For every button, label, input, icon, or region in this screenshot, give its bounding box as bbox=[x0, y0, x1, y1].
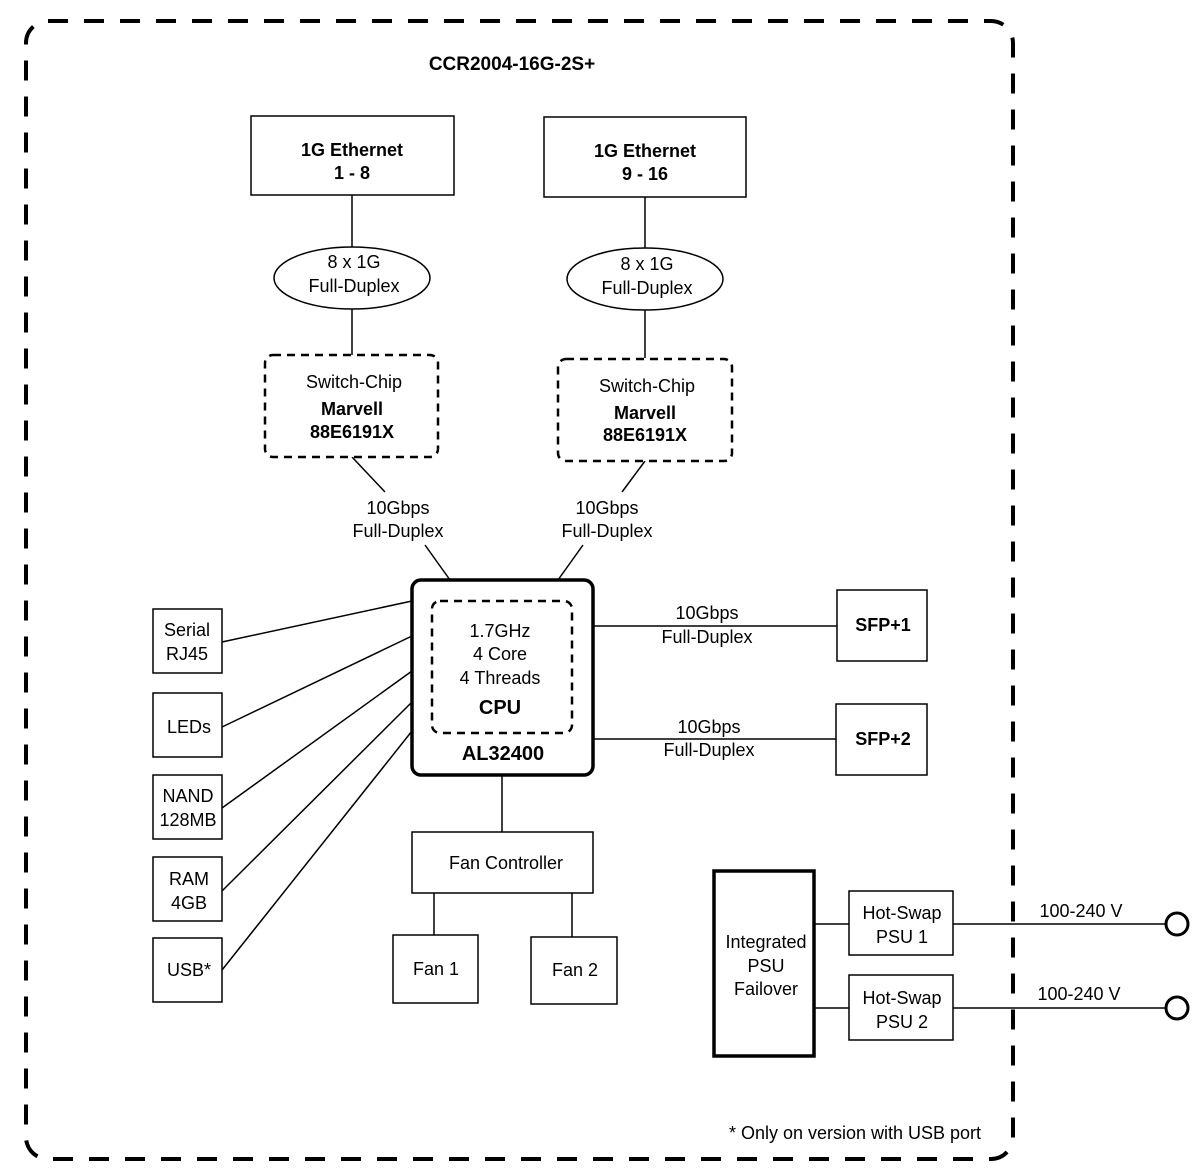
ethernet-9-16-box: 1G Ethernet 9 - 16 bbox=[543, 116, 747, 198]
svg-text:RAM: RAM bbox=[169, 869, 209, 889]
sfp2-link-label: 10Gbps bbox=[677, 717, 740, 737]
power-terminal-1-icon bbox=[1164, 911, 1190, 937]
sfp1-link-label-2: Full-Duplex bbox=[661, 627, 752, 647]
svg-text:PSU: PSU bbox=[747, 956, 784, 976]
svg-text:CPU: CPU bbox=[479, 697, 521, 719]
svg-text:1G Ethernet: 1G Ethernet bbox=[594, 141, 696, 161]
svg-text:8 x 1G: 8 x 1G bbox=[620, 254, 673, 274]
psu-failover-box: Integrated PSU Failover bbox=[712, 869, 816, 1058]
svg-text:1.7GHz: 1.7GHz bbox=[469, 621, 530, 641]
serial-rj45-box: Serial RJ45 bbox=[152, 608, 223, 674]
psu1-voltage-label: 100-240 V bbox=[1039, 901, 1122, 921]
svg-text:Full-Duplex: Full-Duplex bbox=[308, 276, 399, 296]
usb-box: USB* bbox=[152, 937, 223, 1003]
svg-text:PSU 1: PSU 1 bbox=[876, 927, 928, 947]
svg-text:1 - 8: 1 - 8 bbox=[334, 163, 370, 183]
svg-text:RJ45: RJ45 bbox=[166, 644, 208, 664]
svg-text:Hot-Swap: Hot-Swap bbox=[862, 903, 941, 923]
svg-text:Serial: Serial bbox=[164, 620, 210, 640]
link-10g-sw2-label: 10Gbps bbox=[575, 498, 638, 518]
ethernet-1-8-box: 1G Ethernet 1 - 8 bbox=[250, 115, 455, 196]
link-10g-sw1-label: 10Gbps bbox=[366, 498, 429, 518]
nand-box: NAND 128MB bbox=[152, 774, 223, 840]
svg-text:Switch-Chip: Switch-Chip bbox=[306, 372, 402, 392]
svg-text:NAND: NAND bbox=[162, 786, 213, 806]
psu2-voltage-label: 100-240 V bbox=[1037, 984, 1120, 1004]
sfp1-box: SFP+1 bbox=[836, 589, 928, 662]
sfp2-link-label-2: Full-Duplex bbox=[663, 740, 754, 760]
ram-box: RAM 4GB bbox=[152, 856, 223, 922]
svg-text:Fan 2: Fan 2 bbox=[552, 960, 598, 980]
sfp1-link-label: 10Gbps bbox=[675, 603, 738, 623]
psu-1-box: Hot-Swap PSU 1 bbox=[848, 890, 954, 956]
svg-text:88E6191X: 88E6191X bbox=[603, 425, 687, 445]
svg-text:Fan 1: Fan 1 bbox=[413, 959, 459, 979]
switch-chip-1: Switch-Chip Marvell 88E6191X bbox=[263, 353, 440, 459]
svg-text:Integrated: Integrated bbox=[725, 932, 806, 952]
power-terminal-2-icon bbox=[1164, 995, 1190, 1021]
svg-text:9 - 16: 9 - 16 bbox=[622, 164, 668, 184]
sfp2-box: SFP+2 bbox=[835, 703, 928, 776]
cpu-block: 1.7GHz 4 Core 4 Threads CPU AL32400 bbox=[410, 578, 595, 777]
fan-2-box: Fan 2 bbox=[530, 936, 618, 1005]
svg-text:Failover: Failover bbox=[734, 979, 798, 999]
svg-text:8 x 1G: 8 x 1G bbox=[327, 252, 380, 272]
switch-chip-2: Switch-Chip Marvell 88E6191X bbox=[556, 357, 734, 463]
svg-text:1G Ethernet: 1G Ethernet bbox=[301, 140, 403, 160]
svg-text:128MB: 128MB bbox=[159, 810, 216, 830]
fan-1-box: Fan 1 bbox=[392, 934, 479, 1004]
svg-text:Marvell: Marvell bbox=[614, 403, 676, 423]
svg-text:88E6191X: 88E6191X bbox=[310, 422, 394, 442]
svg-text:SFP+1: SFP+1 bbox=[855, 615, 911, 635]
footnote: * Only on version with USB port bbox=[729, 1123, 981, 1143]
svg-text:LEDs: LEDs bbox=[167, 717, 211, 737]
device-title: CCR2004-16G-2S+ bbox=[429, 54, 595, 75]
svg-text:AL32400: AL32400 bbox=[462, 743, 544, 765]
svg-text:4GB: 4GB bbox=[171, 893, 207, 913]
svg-text:Full-Duplex: Full-Duplex bbox=[601, 278, 692, 298]
psu-2-box: Hot-Swap PSU 2 bbox=[848, 974, 954, 1041]
link-10g-sw1-label-2: Full-Duplex bbox=[352, 521, 443, 541]
leds-box: LEDs bbox=[152, 692, 223, 758]
fan-controller-box: Fan Controller bbox=[411, 831, 594, 894]
svg-text:Marvell: Marvell bbox=[321, 399, 383, 419]
link-10g-sw2-label-2: Full-Duplex bbox=[561, 521, 652, 541]
link-8x1g-ellipse-2: 8 x 1G Full-Duplex bbox=[566, 247, 724, 311]
svg-text:Fan Controller: Fan Controller bbox=[449, 853, 563, 873]
device-enclosure bbox=[24, 19, 1015, 1161]
svg-text:SFP+2: SFP+2 bbox=[855, 729, 911, 749]
svg-text:PSU 2: PSU 2 bbox=[876, 1012, 928, 1032]
svg-text:4 Core: 4 Core bbox=[473, 644, 527, 664]
svg-text:USB*: USB* bbox=[167, 960, 211, 980]
link-8x1g-ellipse-1: 8 x 1G Full-Duplex bbox=[273, 246, 431, 310]
svg-text:Hot-Swap: Hot-Swap bbox=[862, 988, 941, 1008]
svg-text:4 Threads: 4 Threads bbox=[460, 668, 541, 688]
svg-text:Switch-Chip: Switch-Chip bbox=[599, 376, 695, 396]
connector-lines bbox=[221, 195, 1166, 1009]
